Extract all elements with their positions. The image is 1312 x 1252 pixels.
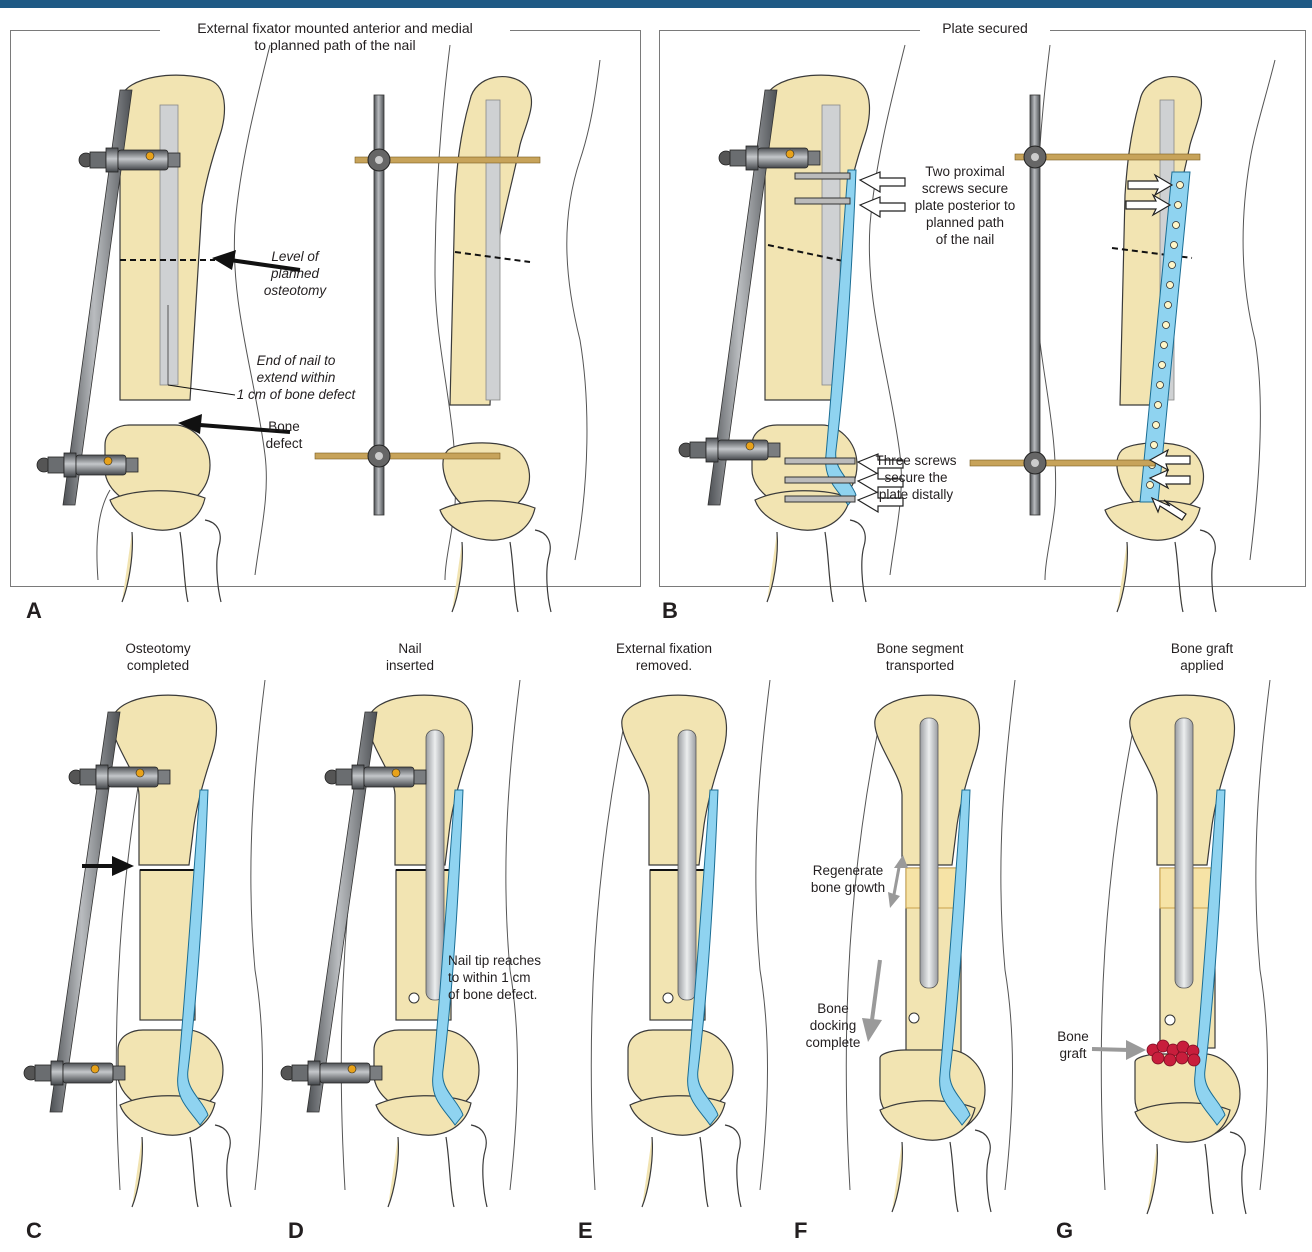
panel-b-distal-label: Three screws secure the plate distally xyxy=(860,452,972,503)
panel-f-regen-label: Regenerate bone growth xyxy=(800,862,896,896)
panel-letter-b: B xyxy=(662,598,678,624)
c-title-line2: completed xyxy=(98,657,218,674)
panel-f-art xyxy=(846,680,1015,1212)
level-line1: Level of xyxy=(240,248,350,265)
level-line2: planned xyxy=(240,265,350,282)
panel-letter-f: F xyxy=(794,1218,807,1244)
regen-line1: Regenerate xyxy=(800,862,896,879)
graft-line2: graft xyxy=(1048,1045,1098,1062)
panel-b-art xyxy=(679,45,1275,612)
panel-g-title: Bone graft applied xyxy=(1142,640,1262,674)
proximal-line2: screws secure xyxy=(902,180,1028,197)
defect-line2: defect xyxy=(254,435,314,452)
distal-line1: Three screws xyxy=(860,452,972,469)
panel-c-art xyxy=(24,680,265,1207)
dock-line3: complete xyxy=(802,1034,864,1051)
regen-line2: bone growth xyxy=(800,879,896,896)
d-title-line2: inserted xyxy=(350,657,470,674)
nail-end-line2: extend within xyxy=(226,369,366,386)
tip-line2: to within 1 cm xyxy=(448,969,568,986)
e-title-line1: External fixation xyxy=(594,640,734,657)
panel-g-art xyxy=(1092,680,1270,1214)
tip-line3: of bone defect. xyxy=(448,986,568,1003)
nail-end-line3: 1 cm of bone defect xyxy=(226,386,366,403)
panel-d-title: Nail inserted xyxy=(350,640,470,674)
panel-letter-c: C xyxy=(26,1218,42,1244)
panel-d-art xyxy=(281,680,520,1207)
distal-line3: plate distally xyxy=(860,486,972,503)
proximal-line4: planned path xyxy=(902,214,1028,231)
panel-b-proximal-label: Two proximal screws secure plate posteri… xyxy=(902,163,1028,248)
panel-letter-g: G xyxy=(1056,1218,1073,1244)
dock-line1: Bone xyxy=(802,1000,864,1017)
e-title-line2: removed. xyxy=(594,657,734,674)
defect-line1: Bone xyxy=(254,418,314,435)
graft-line1: Bone xyxy=(1048,1028,1098,1045)
proximal-line5: of the nail xyxy=(902,231,1028,248)
nail-end-line1: End of nail to xyxy=(226,352,366,369)
proximal-line1: Two proximal xyxy=(902,163,1028,180)
d-title-line1: Nail xyxy=(350,640,470,657)
panel-a-nail-end-label: End of nail to extend within 1 cm of bon… xyxy=(226,352,366,403)
panel-c-title: Osteotomy completed xyxy=(98,640,218,674)
f-title-line1: Bone segment xyxy=(855,640,985,657)
g-title-line2: applied xyxy=(1142,657,1262,674)
panel-a-art xyxy=(37,45,600,612)
distal-line2: secure the xyxy=(860,469,972,486)
panel-letter-d: D xyxy=(288,1218,304,1244)
tip-line1: Nail tip reaches xyxy=(448,952,568,969)
f-title-line2: transported xyxy=(855,657,985,674)
g-title-line1: Bone graft xyxy=(1142,640,1262,657)
panel-letter-a: A xyxy=(26,598,42,624)
panel-d-tip-label: Nail tip reaches to within 1 cm of bone … xyxy=(448,952,568,1003)
proximal-line3: plate posterior to xyxy=(902,197,1028,214)
panel-a-level-label: Level of planned osteotomy xyxy=(240,248,350,299)
panel-f-dock-label: Bone docking complete xyxy=(802,1000,864,1051)
panel-letter-e: E xyxy=(578,1218,593,1244)
panel-a-defect-label: Bone defect xyxy=(254,418,314,452)
panel-f-title: Bone segment transported xyxy=(855,640,985,674)
dock-line2: docking xyxy=(802,1017,864,1034)
panel-g-graft-label: Bone graft xyxy=(1048,1028,1098,1062)
c-title-line1: Osteotomy xyxy=(98,640,218,657)
panel-e-art xyxy=(591,680,770,1207)
panel-e-title: External fixation removed. xyxy=(594,640,734,674)
level-line3: osteotomy xyxy=(240,282,350,299)
